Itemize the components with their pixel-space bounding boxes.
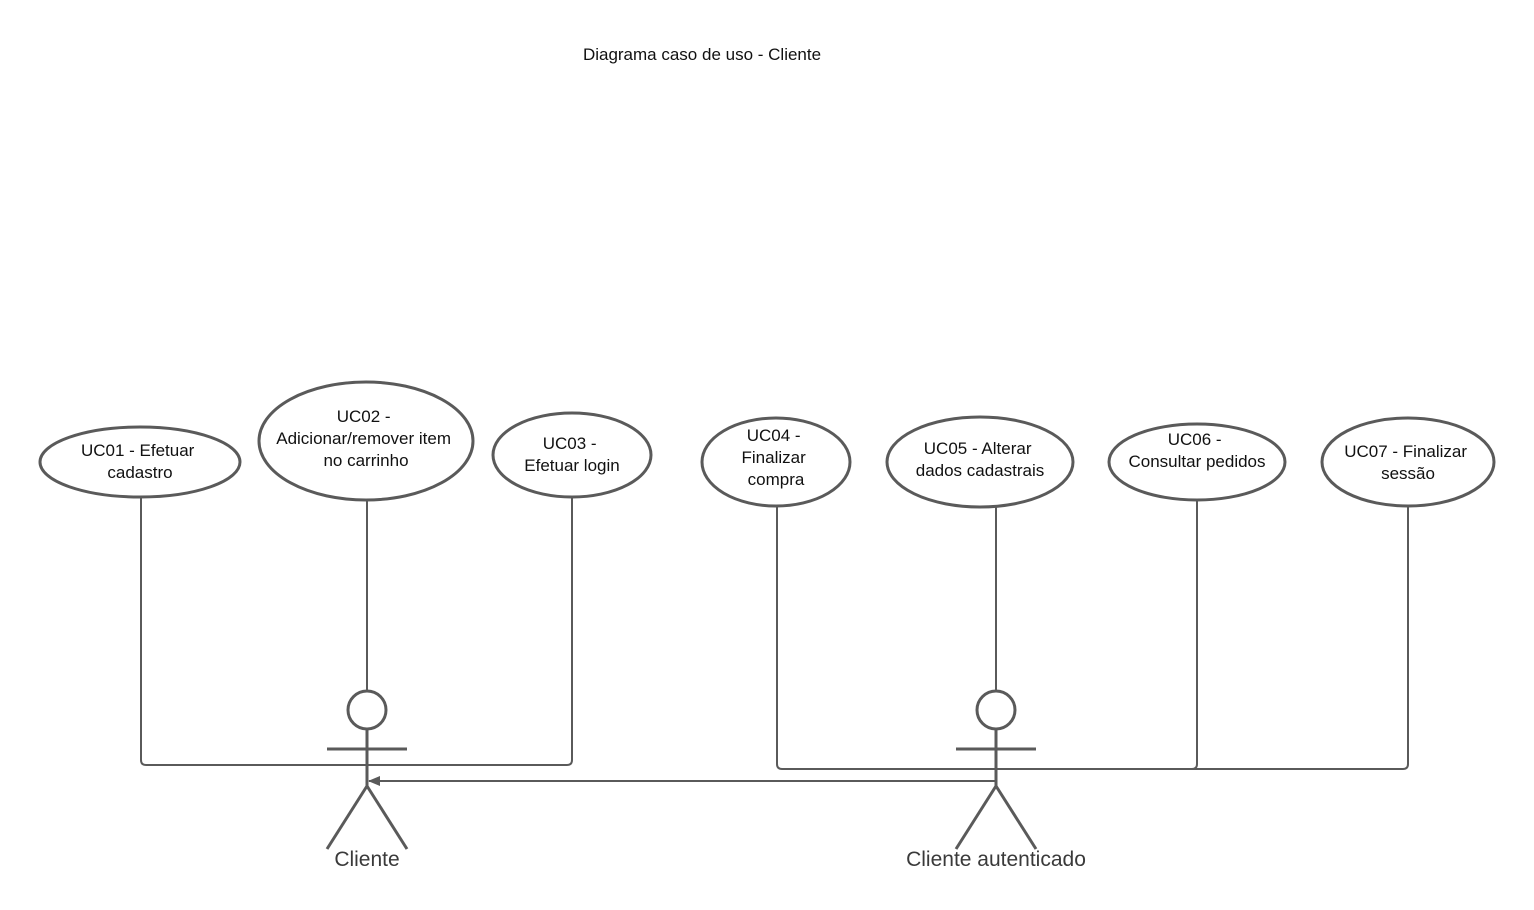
use-case-uc02-label: UC02 - Adicionar/remover item no carrinh…: [276, 407, 456, 470]
diagram-title: Diagrama caso de uso - Cliente: [583, 45, 821, 64]
use-case-uc03-label: UC03 - Efetuar login: [524, 434, 619, 475]
association-uc04-autenticado: [776, 506, 1409, 770]
use-case-uc05: [885, 415, 1075, 509]
use-case-uc05-label: UC05 - Alterar dados cadastrais: [916, 439, 1045, 480]
associations: [140, 496, 1409, 786]
association-uc01-cliente: [140, 496, 573, 766]
use-case-uc04-label: UC04 - Finalizar compra: [742, 426, 811, 489]
actor-autenticado-head: [975, 689, 1017, 731]
actor-cliente: Cliente: [325, 689, 409, 871]
use-case-uc01: [38, 425, 242, 499]
actor-cliente-name: Cliente: [334, 848, 399, 871]
actor-cliente-left-leg: [325, 785, 369, 850]
use-case-uc04: [700, 416, 852, 508]
actor-autenticado-left-leg: [954, 785, 998, 850]
association-uc06-autenticado: [1191, 500, 1198, 770]
use-case-uc01-label: UC01 - Efetuar cadastro: [81, 441, 199, 482]
actor-cliente-right-leg: [365, 785, 409, 850]
use-case-uc06-label: UC06 - Consultar pedidos: [1128, 430, 1265, 471]
use-cases: UC01 - Efetuar cadastro UC02 - Adicionar…: [38, 380, 1496, 509]
actor-autenticado-name: Cliente autenticado: [906, 848, 1086, 871]
actor-cliente-head: [346, 689, 388, 731]
use-case-uc07: [1320, 416, 1496, 508]
actor-cliente-autenticado: Cliente autenticado: [906, 689, 1086, 871]
use-case-uc03: [491, 411, 653, 499]
use-case-uc02: [257, 380, 475, 502]
actor-autenticado-right-leg: [994, 785, 1038, 850]
use-case-uc07-label: UC07 - Finalizar sessão: [1344, 442, 1472, 483]
use-case-uc06: [1107, 422, 1287, 502]
